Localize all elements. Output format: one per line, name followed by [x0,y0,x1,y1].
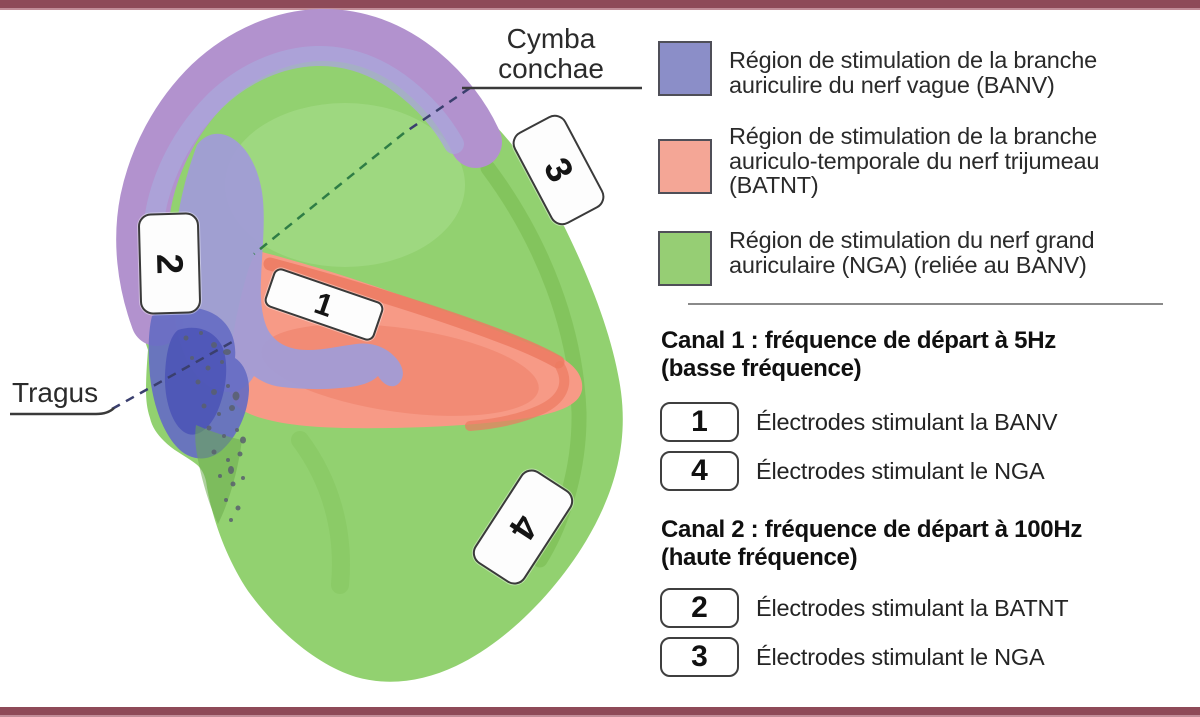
tragus-region-shape [148,307,249,459]
legend-row-electrode-1: 1 Électrodes stimulant la BANV [660,402,1058,442]
tragus-pointer-dash [111,340,233,411]
cymba-label-line1: Cymba [506,23,596,54]
ear-electrode-4-number: 4 [500,507,547,548]
ear-electrode-3-number: 3 [536,151,582,189]
cymba-conchae-label: Cymba conchae [455,24,647,84]
legend-electrode-2-box: 2 [660,588,739,628]
batnt-region-line3: (BATNT) [729,172,819,198]
legend-electrode-1-label: Électrodes stimulant la BANV [756,408,1058,435]
ear-electrode-4: 4 [467,464,579,590]
bottom-accent-bar [0,707,1200,717]
batnt-region-description: Région de stimulation de la branche auri… [729,124,1099,198]
canal1-title: Canal 1 : fréquence de départ à 5Hz (bas… [661,327,1056,383]
legend-electrode-1-box: 1 [660,402,739,442]
tragus-label-underline [10,407,115,416]
nga-region-line1: Région de stimulation du nerf grand [729,227,1095,253]
banv-region-line1: Région de stimulation de la branche [729,47,1097,73]
ear-electrode-1: 1 [262,266,386,343]
cymba-pointer-dash-navy [403,86,471,135]
ear-electrode-2: 2 [137,212,202,315]
lobe-shade [291,431,350,594]
ear-electrode-1-number: 1 [310,284,339,324]
legend-row-electrode-4: 4 Électrodes stimulant le NGA [660,451,1045,491]
legend-electrode-3-label: Électrodes stimulant le NGA [756,643,1045,670]
subtragus-green-wedge [195,425,242,524]
top-accent-bar [0,0,1200,10]
tragus-dark-patch [164,327,227,435]
tragus-speckles [183,331,246,522]
canal2-title: Canal 2 : fréquence de départ à 100Hz (h… [661,516,1082,572]
ear-electrode-3: 3 [508,110,609,230]
banv-region-line2: auriculire du nerf vague (BANV) [729,71,1055,98]
tragus-label: Tragus [12,377,99,408]
batnt-region-swatch [658,139,712,194]
cymba-label-line2: conchae [498,53,604,84]
cymba-pointer-dash-green [253,132,405,255]
canal2-title-line1: Canal 2 : fréquence de départ à 100Hz [661,516,1083,543]
batnt-region-line2: auriculo-temporale du nerf trijumeau [729,147,1100,174]
concha-right-ridge [465,361,570,431]
banv-cymba-shape [172,133,403,393]
legend-electrode-4-box: 4 [660,451,739,491]
nga-region-line2: auriculaire (NGA) (reliée au BANV) [729,251,1087,278]
legend-electrode-2-label: Électrodes stimulant la BATNT [756,594,1069,621]
legend-electrode-3-box: 3 [660,637,739,677]
canal2-title-line2: (haute fréquence) [661,544,858,571]
concha-center-wash [261,324,539,416]
banv-region-description: Région de stimulation de la branche auri… [729,48,1097,97]
legend-row-electrode-2: 2 Électrodes stimulant la BATNT [660,588,1069,628]
legend-divider [688,303,1163,305]
batnt-region-line1: Région de stimulation de la branche [729,123,1097,149]
nga-light-dome [225,103,465,267]
canal1-title-line1: Canal 1 : fréquence de départ à 5Hz [661,327,1056,354]
legend-row-electrode-3: 3 Électrodes stimulant le NGA [660,637,1045,677]
canal1-title-line2: (basse fréquence) [661,355,862,382]
ear-electrode-2-number: 2 [149,252,191,275]
nga-region-swatch [658,231,712,286]
banv-region-swatch [658,41,712,96]
legend-electrode-4-label: Électrodes stimulant le NGA [756,457,1045,484]
nga-region-description: Région de stimulation du nerf grand auri… [729,227,1095,278]
